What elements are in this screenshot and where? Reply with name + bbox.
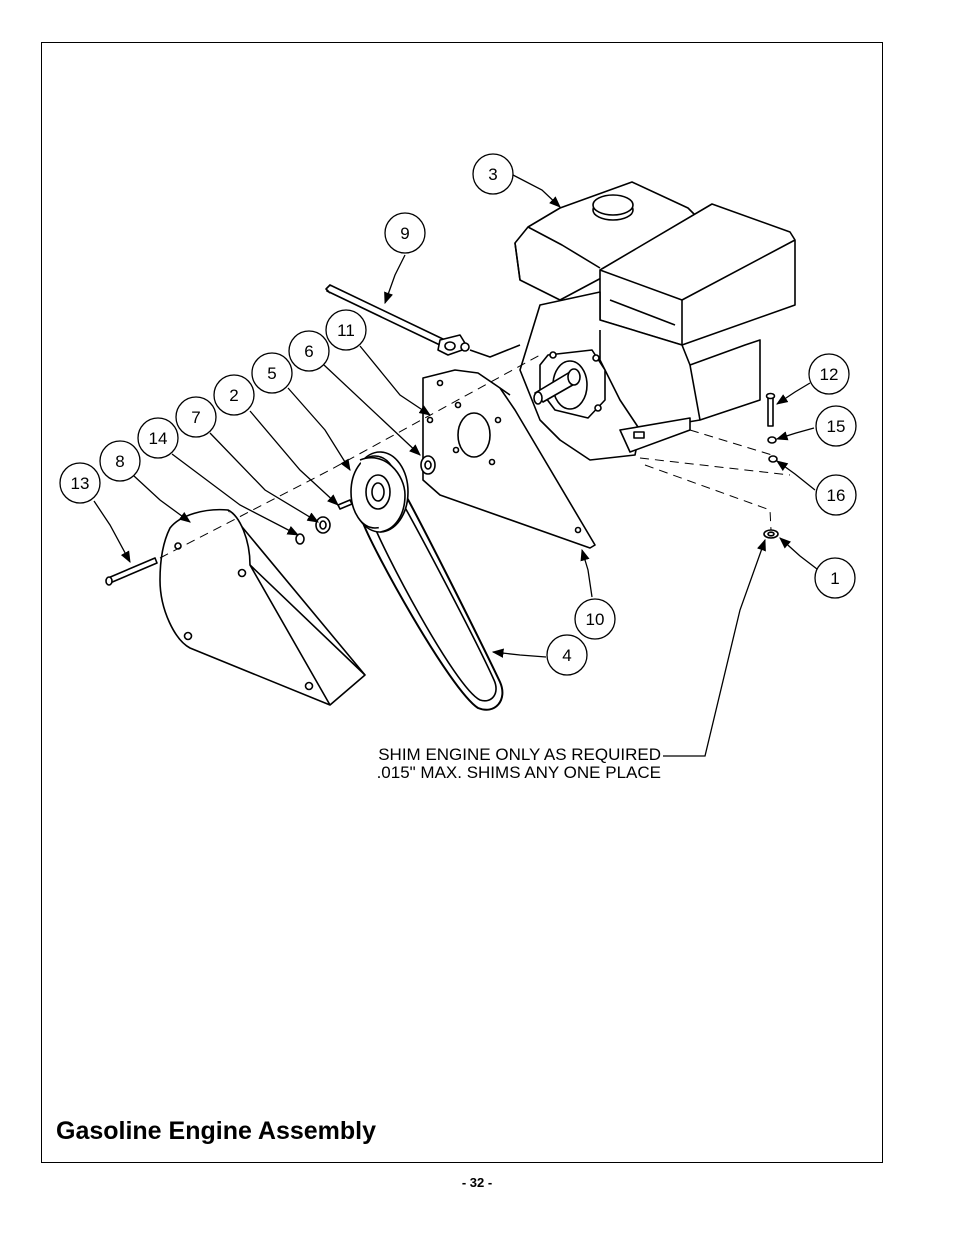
svg-text:6: 6	[304, 342, 313, 361]
svg-text:10: 10	[586, 610, 605, 629]
leader-14	[171, 453, 300, 536]
key	[337, 499, 353, 510]
bolt-13	[105, 557, 158, 586]
svg-text:9: 9	[400, 224, 409, 243]
svg-text:11: 11	[337, 321, 355, 340]
shim-note: SHIM ENGINE ONLY AS REQUIRED .015" MAX. …	[377, 745, 661, 782]
flat-washer-16	[768, 455, 778, 463]
callout-balloon-5: 5	[251, 352, 293, 394]
mounting-plate	[422, 369, 596, 549]
lock-washer-15	[767, 436, 777, 444]
callout-balloon-8: 8	[99, 440, 141, 482]
leader-7	[209, 432, 320, 523]
svg-text:3: 3	[488, 165, 497, 184]
callout-balloon-3: 3	[472, 153, 514, 195]
page-title: Gasoline Engine Assembly	[56, 1117, 377, 1145]
svg-text:15: 15	[827, 417, 846, 436]
svg-text:13: 13	[71, 474, 90, 493]
leader-2	[249, 410, 339, 506]
svg-text:8: 8	[115, 452, 124, 471]
drawing-frame	[41, 42, 883, 1163]
leader-4	[491, 648, 547, 658]
pulley	[350, 451, 409, 533]
callout-balloon-12: 12	[808, 353, 850, 395]
note-line-2: .015" MAX. SHIMS ANY ONE PLACE	[377, 763, 661, 782]
v-belt	[361, 484, 504, 711]
leader-13	[93, 500, 131, 564]
engine	[514, 181, 796, 461]
note-line-1: SHIM ENGINE ONLY AS REQUIRED	[378, 745, 661, 764]
callout-balloon-7: 7	[175, 396, 217, 438]
shim	[763, 529, 779, 539]
callout-balloon-13: 13	[59, 462, 101, 504]
callout-balloon-16: 16	[815, 474, 857, 516]
leader-12	[776, 382, 811, 405]
svg-text:4: 4	[562, 646, 571, 665]
svg-text:14: 14	[149, 429, 168, 448]
belt-guard	[159, 508, 366, 706]
svg-text:7: 7	[191, 408, 200, 427]
leader-9	[384, 254, 406, 305]
leader-1	[779, 537, 818, 570]
leader-note	[663, 538, 766, 757]
callout-balloon-9: 9	[384, 212, 426, 254]
stud-rod	[325, 284, 521, 358]
svg-text:5: 5	[267, 364, 276, 383]
leader-8	[133, 475, 191, 523]
callout-balloon-11: 11	[325, 309, 367, 351]
leader-11	[359, 345, 431, 416]
svg-text:1: 1	[830, 569, 839, 588]
leader-3	[512, 174, 561, 208]
page-number: - 32 -	[461, 1175, 493, 1190]
leader-5	[287, 387, 351, 471]
leader-16	[776, 460, 816, 491]
callout-balloon-1: 1	[814, 557, 856, 599]
callout-balloon-15: 15	[815, 405, 857, 447]
callout-balloon-2: 2	[213, 374, 255, 416]
leader-10	[580, 548, 593, 598]
svg-text:2: 2	[229, 386, 238, 405]
svg-text:12: 12	[820, 365, 839, 384]
callout-balloon-10: 10	[574, 598, 616, 640]
leader-15	[775, 427, 815, 441]
callout-balloon-14: 14	[137, 417, 179, 459]
callout-balloon-4: 4	[546, 634, 588, 676]
engine-bolt-12	[765, 392, 776, 427]
callout-balloon-6: 6	[288, 330, 330, 372]
svg-text:16: 16	[827, 486, 846, 505]
bolt-14	[295, 533, 305, 545]
leader-6	[323, 364, 421, 456]
